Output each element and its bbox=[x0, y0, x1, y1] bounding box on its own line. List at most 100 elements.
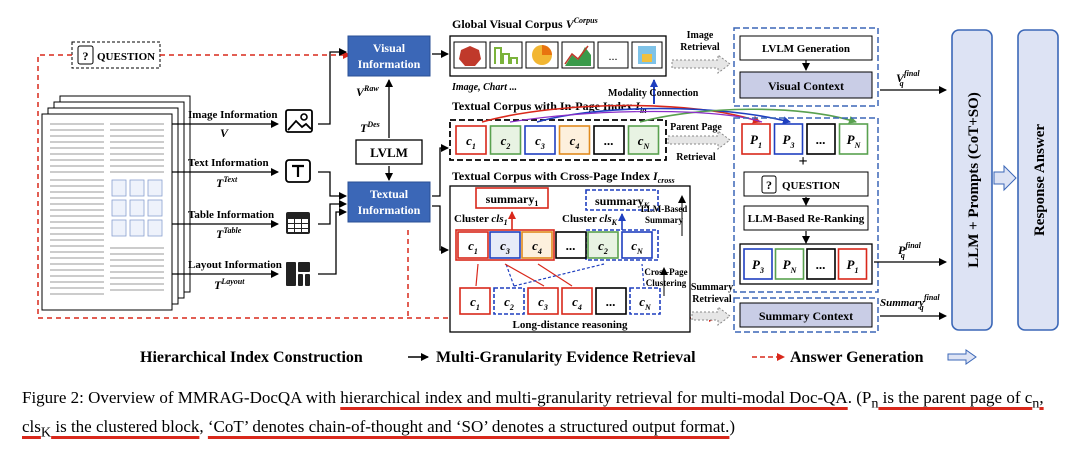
global-visual-corpus-title: Global Visual Corpus VCorpus bbox=[452, 16, 598, 31]
bottom-chunk: c2 bbox=[493, 287, 525, 315]
cluster-chunk: c4 bbox=[521, 231, 553, 259]
parent-page: P3 bbox=[773, 123, 804, 155]
table-icon bbox=[286, 212, 310, 234]
document-stack bbox=[41, 95, 191, 311]
reranked-page: PN bbox=[774, 248, 805, 280]
svg-text:Table Information: Table Information bbox=[188, 209, 274, 221]
llm-based-summary-label: LLM-Based Summary bbox=[641, 195, 688, 236]
svg-text:Visual Context: Visual Context bbox=[768, 79, 844, 93]
info-layout-row: Layout Information TLayout bbox=[172, 259, 310, 292]
svg-text:Layout Information: Layout Information bbox=[188, 259, 282, 271]
reranked-page: P1 bbox=[837, 248, 868, 280]
svg-text:c2: c2 bbox=[598, 238, 608, 256]
bottom-chunk: c3 bbox=[527, 287, 559, 315]
question-box-right: ? QUESTION bbox=[743, 171, 869, 197]
svg-text:summaryK: summaryK bbox=[595, 194, 650, 210]
svg-text:Textual: Textual bbox=[370, 187, 409, 201]
svg-text:PN: PN bbox=[847, 132, 862, 150]
svg-text:?: ? bbox=[83, 49, 89, 63]
cluster-k-label: Cluster clsK bbox=[562, 213, 618, 227]
svg-text:QUESTION: QUESTION bbox=[782, 180, 840, 192]
in-page-chunk: cN bbox=[627, 125, 660, 155]
svg-text:Retrieval: Retrieval bbox=[676, 152, 716, 163]
page-retrieval-panel bbox=[733, 117, 879, 293]
parent-page: P1 bbox=[741, 123, 771, 155]
cluster-1-label: Cluster cls1 bbox=[454, 213, 508, 227]
svg-text:Clustering: Clustering bbox=[646, 278, 687, 288]
reranked-page: ... bbox=[806, 248, 836, 280]
reranked-page: P3 bbox=[743, 248, 773, 280]
svg-text:...: ... bbox=[604, 133, 614, 148]
in-page-chunk: c3 bbox=[524, 125, 556, 155]
summary-context-panel: Summary Context bbox=[733, 297, 879, 333]
svg-text:c4: c4 bbox=[532, 238, 542, 256]
llm-prompts-box: LLM + Prompts (CoT+SO) bbox=[951, 29, 993, 331]
svg-text:P1: P1 bbox=[847, 257, 859, 275]
cluster-chunk: c2 bbox=[587, 231, 619, 259]
svg-text:...: ... bbox=[816, 257, 826, 272]
svg-text:cN: cN bbox=[631, 238, 644, 256]
parent-page: ... bbox=[806, 123, 836, 155]
svg-text:Hierarchical Index Constructio: Hierarchical Index Construction bbox=[140, 349, 363, 366]
global-visual-corpus: ... bbox=[449, 35, 667, 77]
llm-to-response-arrow bbox=[993, 164, 1017, 192]
summary-retrieval-arrow: Summary Retrieval bbox=[691, 282, 733, 326]
svg-text:Summary: Summary bbox=[645, 215, 683, 225]
svg-text:...: ... bbox=[606, 294, 616, 309]
svg-text:Image: Image bbox=[687, 30, 714, 41]
t-des-label: TDes bbox=[360, 120, 380, 135]
svg-text:c1: c1 bbox=[466, 133, 476, 151]
svg-text:V: V bbox=[220, 126, 229, 140]
svg-text:Visual: Visual bbox=[373, 41, 406, 55]
svg-text:c2: c2 bbox=[504, 294, 514, 312]
response-answer-box: Response Answer bbox=[1017, 29, 1059, 331]
svg-text:TText: TText bbox=[216, 175, 238, 190]
svg-text:Image Information: Image Information bbox=[188, 109, 278, 121]
long-distance-reasoning-label: Long-distance reasoning bbox=[512, 319, 628, 331]
reranked-pages-frame bbox=[739, 243, 873, 285]
svg-text:Retrieval: Retrieval bbox=[680, 42, 720, 53]
parent-page-retrieval-arrow: Parent Page Retrieval bbox=[667, 122, 731, 163]
bottom-chunk: ... bbox=[595, 287, 627, 315]
question-label: QUESTION bbox=[97, 51, 155, 63]
svg-text:cN: cN bbox=[639, 294, 652, 312]
svg-text:Answer Generation: Answer Generation bbox=[790, 349, 924, 366]
polygon-thumb bbox=[459, 46, 481, 66]
image-icon bbox=[285, 109, 313, 133]
svg-text:?: ? bbox=[766, 178, 772, 192]
svg-text:Retrieval: Retrieval bbox=[692, 294, 732, 305]
svg-text:PN: PN bbox=[783, 257, 798, 275]
info-table-row: Table Information TTable bbox=[172, 209, 310, 241]
svg-text:c4: c4 bbox=[570, 133, 580, 151]
llm-reranking-box: LLM-Based Re-Ranking bbox=[743, 205, 869, 231]
summary-k-box: summaryK bbox=[585, 189, 659, 211]
visual-information-box: Visual Information bbox=[347, 35, 431, 77]
bottom-chunk: cN bbox=[629, 287, 661, 315]
v-raw-label: VRaw bbox=[356, 84, 379, 99]
svg-text:LLM-Based: LLM-Based bbox=[641, 204, 688, 214]
figure-caption: Figure 2: Overview of MMRAG-DocQA with h… bbox=[22, 388, 1044, 441]
layout-icon bbox=[286, 262, 310, 286]
svg-text:Cross-Page: Cross-Page bbox=[644, 267, 687, 277]
text-icon bbox=[285, 159, 311, 183]
svg-text:Response Answer: Response Answer bbox=[1032, 124, 1048, 236]
svg-text:c4: c4 bbox=[572, 294, 582, 312]
cluster-chunk: ... bbox=[555, 231, 587, 259]
svg-text:c1: c1 bbox=[470, 294, 480, 312]
summary-1-box: summary1 bbox=[475, 187, 549, 209]
svg-text:TLayout: TLayout bbox=[214, 277, 245, 292]
svg-text:...: ... bbox=[609, 49, 618, 63]
question-route-arrow bbox=[37, 54, 717, 322]
question-icon bbox=[77, 45, 94, 65]
svg-text:c1: c1 bbox=[468, 238, 478, 256]
svg-text:Information: Information bbox=[358, 203, 421, 217]
figure: ? QUESTION bbox=[37, 16, 1059, 366]
question-input: ? QUESTION bbox=[71, 41, 161, 69]
image-chart-caption: Image, Chart ... bbox=[451, 82, 517, 93]
svg-text:c3: c3 bbox=[500, 238, 510, 256]
in-page-chunk: c4 bbox=[558, 125, 591, 155]
svg-text:P3: P3 bbox=[752, 257, 764, 275]
